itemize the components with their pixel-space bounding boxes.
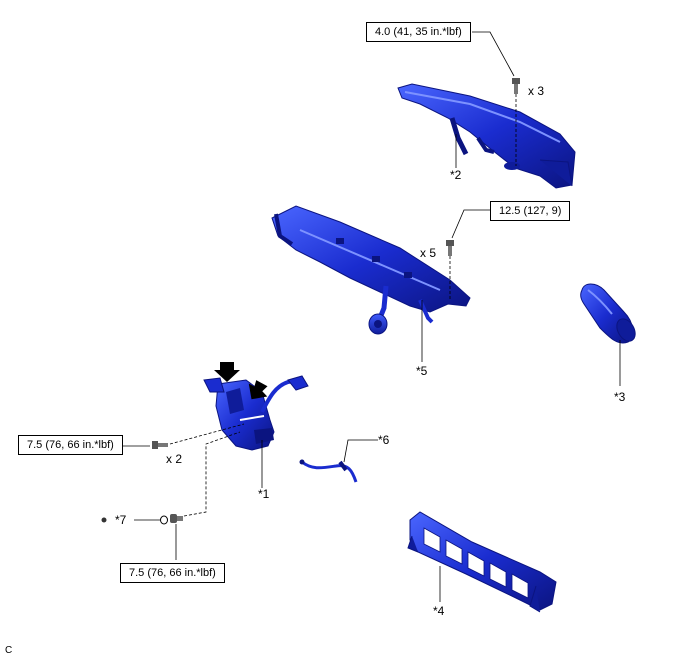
bolt-icon (152, 441, 168, 449)
bolt-icon (446, 240, 454, 256)
callout-label: *1 (258, 487, 270, 501)
bolt-icon (170, 514, 183, 523)
bullet-icon (101, 517, 107, 523)
torque-spec-box: 7.5 (76, 66 in.*lbf) (18, 435, 123, 455)
figure-code: C (5, 645, 13, 656)
part-5-bracket (271, 205, 471, 335)
torque-spec-box: 12.5 (127, 9) (490, 201, 571, 221)
part-6-cable (299, 459, 358, 483)
callout-label: *4 (433, 604, 445, 618)
torque-spec-box: 7.5 (76, 66 in.*lbf) (120, 563, 225, 583)
part-4-grille (407, 511, 557, 613)
callout-label: *5 (416, 364, 428, 378)
part-3-elbow-hose (580, 283, 636, 344)
arrow-down-icon (248, 380, 268, 400)
quantity-label: x 3 (528, 84, 545, 98)
part-2-upper-duct (397, 83, 576, 189)
callout-label: *3 (614, 390, 626, 404)
part-1-latch-assembly (203, 375, 309, 451)
callout-label: *6 (378, 433, 390, 447)
leader-lines (122, 31, 621, 602)
quantity-label: x 2 (166, 452, 183, 466)
arrow-down-icon (214, 362, 240, 382)
quantity-label: x 5 (420, 246, 437, 260)
torque-spec-box: 4.0 (41, 35 in.*lbf) (366, 22, 471, 42)
callout-label: *7 (115, 513, 127, 527)
bolt-icon (512, 78, 520, 94)
callout-label: *2 (450, 168, 462, 182)
part-7-washer (160, 515, 168, 525)
